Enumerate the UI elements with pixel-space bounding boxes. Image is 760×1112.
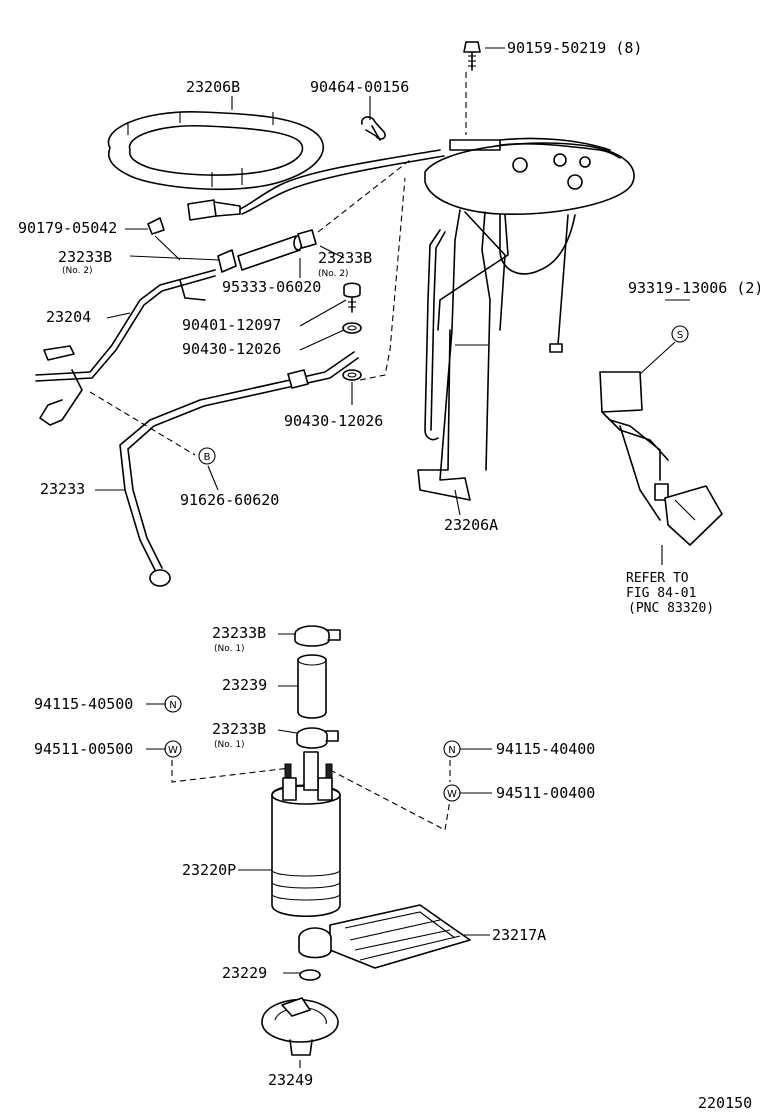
bolt-90159 xyxy=(463,41,481,71)
label-23233b-left: 23233B xyxy=(58,248,112,266)
gasket-23206b xyxy=(107,111,324,191)
svg-text:N: N xyxy=(169,700,176,711)
diagram-code: 220150 xyxy=(698,1094,752,1112)
label-23233b-top-sub: (No. 1) xyxy=(214,644,245,654)
label-94511-right: 94511-00400 xyxy=(496,784,595,802)
label-93319: 93319-13006 (2) xyxy=(628,279,760,297)
hose-clamp-23233b-left xyxy=(217,249,237,273)
symbol-n-right: N xyxy=(443,740,461,758)
label-94115-left: 94115-40500 xyxy=(34,695,133,713)
wire-harness xyxy=(187,149,445,221)
symbol-n-left: N xyxy=(164,695,182,713)
clamp-90464 xyxy=(361,116,386,141)
label-23206b: 23206B xyxy=(186,78,240,96)
pipe-23204 xyxy=(35,269,216,426)
fuel-pump-23220p xyxy=(271,751,341,918)
label-23217a: 23217A xyxy=(492,926,546,944)
washer-90430-a xyxy=(342,322,362,334)
svg-text:N: N xyxy=(448,745,455,756)
symbol-b: B xyxy=(198,447,216,465)
label-23229: 23229 xyxy=(222,964,267,982)
label-90430-a: 90430-12026 xyxy=(182,340,281,358)
hose-95333 xyxy=(237,235,303,271)
svg-text:W: W xyxy=(168,745,178,756)
label-94115-right: 94115-40400 xyxy=(496,740,595,758)
symbol-w-right: W xyxy=(443,784,461,802)
svg-text:S: S xyxy=(677,330,683,341)
label-90401: 90401-12097 xyxy=(182,316,281,334)
pump-bracket-23206a xyxy=(417,137,635,501)
symbol-s: S xyxy=(671,325,689,343)
label-23249: 23249 xyxy=(268,1071,313,1089)
label-90464: 90464-00156 xyxy=(310,78,409,96)
label-91626: 91626-60620 xyxy=(180,491,279,509)
svg-text:W: W xyxy=(447,789,457,800)
sender-gauge-assembly xyxy=(599,371,723,546)
hose-clamp-23233b-mid xyxy=(296,727,339,749)
label-90179: 90179-05042 xyxy=(18,219,117,237)
refer-line-2: FIG 84-01 xyxy=(626,586,696,601)
refer-line-3: (PNC 83320) xyxy=(628,601,714,616)
label-90159: 90159-50219 (8) xyxy=(507,39,642,57)
label-94511-left: 94511-00500 xyxy=(34,740,133,758)
hose-23239 xyxy=(297,654,327,719)
hose-clamp-23233b-top xyxy=(294,625,341,647)
clamp-90179 xyxy=(147,217,165,235)
symbol-w-left: W xyxy=(164,740,182,758)
pipe-23233 xyxy=(119,351,359,587)
label-23233: 23233 xyxy=(40,480,85,498)
hose-clamp-23233b-right xyxy=(297,229,317,249)
clip-23229 xyxy=(299,969,321,981)
washer-90430-b xyxy=(342,369,362,381)
label-23233b-mid: 23233B xyxy=(212,720,266,738)
bolt-90401 xyxy=(343,282,361,313)
label-23233b-left-sub: (No. 2) xyxy=(62,266,93,276)
cushion-23249 xyxy=(261,997,339,1056)
label-23220p: 23220P xyxy=(182,861,236,879)
label-23233b-mid-sub: (No. 1) xyxy=(214,740,245,750)
label-23206a: 23206A xyxy=(444,516,498,534)
filter-23217a xyxy=(298,904,471,969)
label-23233b-right: 23233B xyxy=(318,249,372,267)
refer-line-1: REFER TO xyxy=(626,571,689,586)
label-95333: 95333-06020 xyxy=(222,278,321,296)
label-23204: 23204 xyxy=(46,308,91,326)
label-90430-b: 90430-12026 xyxy=(284,412,383,430)
label-23239: 23239 xyxy=(222,676,267,694)
svg-text:B: B xyxy=(204,452,211,463)
label-23233b-right-sub: (No. 2) xyxy=(318,269,349,279)
label-23233b-top: 23233B xyxy=(212,624,266,642)
